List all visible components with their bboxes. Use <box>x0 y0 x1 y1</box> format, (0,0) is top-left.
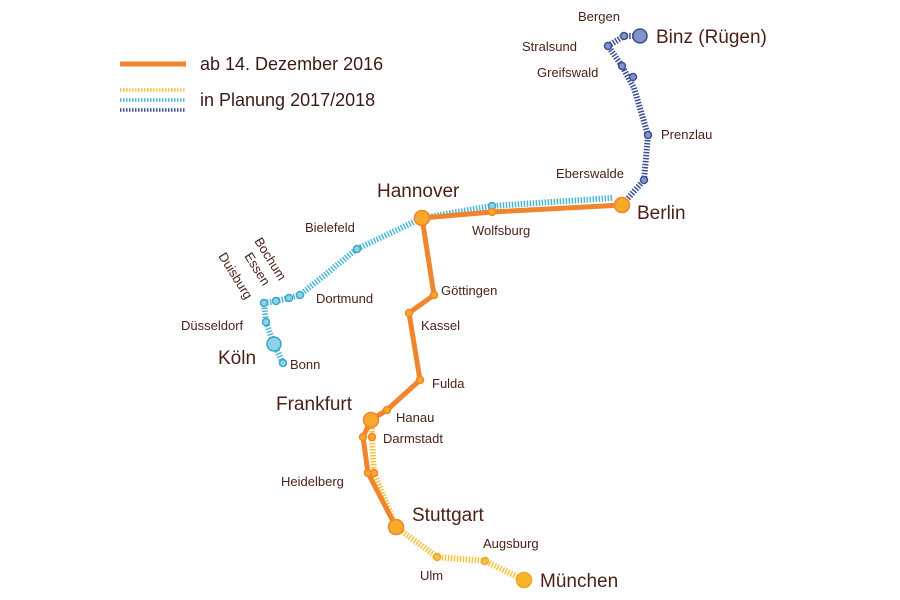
station-marker-darmstadt-1[interactable] <box>358 432 368 442</box>
station-marker-eberswalde[interactable] <box>639 175 649 185</box>
label-heidelberg: Heidelberg <box>281 474 344 489</box>
station-marker-augsburg[interactable] <box>480 556 490 566</box>
label-wolfsburg: Wolfsburg <box>472 223 530 238</box>
station-marker-greifswald-1[interactable] <box>617 61 627 71</box>
legend-planned-line <box>120 88 186 112</box>
legend: ab 14. Dezember 2016 in Planung 2017/201… <box>120 54 383 112</box>
station-marker-bochum[interactable] <box>284 293 294 303</box>
label-stuttgart: Stuttgart <box>412 505 485 526</box>
station-marker-prenzlau[interactable] <box>643 130 653 140</box>
station-marker-heidelberg-2[interactable] <box>369 468 379 478</box>
station-marker-berlin[interactable] <box>613 196 631 214</box>
station-marker-dortmund[interactable] <box>295 290 305 300</box>
station-marker-bergen[interactable] <box>619 31 629 41</box>
station-marker-goettingen[interactable] <box>429 290 439 300</box>
label-prenzlau: Prenzlau <box>661 127 712 142</box>
station-marker-koeln[interactable] <box>266 336 282 352</box>
label-greifswald: Greifswald <box>537 65 598 80</box>
label-bielefeld: Bielefeld <box>305 220 355 235</box>
station-marker-duesseldorf[interactable] <box>261 317 271 327</box>
station-marker-bonn[interactable] <box>278 358 288 368</box>
label-frankfurt: Frankfurt <box>276 394 353 415</box>
label-binz: Binz (Rügen) <box>656 27 767 48</box>
station-marker-kassel[interactable] <box>404 308 414 318</box>
label-koeln: Köln <box>218 348 256 369</box>
label-stralsund: Stralsund <box>522 39 577 54</box>
station-marker-fulda[interactable] <box>415 375 425 385</box>
label-ulm: Ulm <box>420 568 443 583</box>
station-marker-wolfsburg[interactable] <box>487 207 497 217</box>
label-eberswalde: Eberswalde <box>556 166 624 181</box>
station-marker-essen[interactable] <box>271 296 281 306</box>
label-fulda: Fulda <box>432 376 465 391</box>
label-bergen: Bergen <box>578 9 620 24</box>
label-hanau: Hanau <box>396 410 434 425</box>
label-kassel: Kassel <box>421 318 460 333</box>
station-marker-greifswald-2[interactable] <box>628 72 638 82</box>
station-marker-hannover[interactable] <box>413 209 431 227</box>
station-marker-hanau[interactable] <box>382 405 392 415</box>
station-marker-frankfurt[interactable] <box>362 411 380 429</box>
label-darmstadt: Darmstadt <box>383 431 443 446</box>
label-muenchen: München <box>540 571 618 592</box>
label-hannover: Hannover <box>377 181 460 202</box>
station-marker-stralsund[interactable] <box>603 41 613 51</box>
station-marker-ulm[interactable] <box>432 552 442 562</box>
station-marker-darmstadt-2[interactable] <box>367 432 377 442</box>
station-marker-binz[interactable] <box>632 28 648 44</box>
legend-current-label: ab 14. Dezember 2016 <box>200 54 383 74</box>
station-labels: Binz (Rügen) Bergen Stralsund Greifswald… <box>181 9 767 592</box>
station-marker-stuttgart[interactable] <box>387 518 405 536</box>
current-orange-line <box>360 202 625 530</box>
label-augsburg: Augsburg <box>483 536 539 551</box>
planned-light-blue-line <box>261 195 613 365</box>
station-marker-bielefeld[interactable] <box>352 244 362 254</box>
station-marker-duisburg[interactable] <box>259 298 269 308</box>
station-marker-muenchen[interactable] <box>515 571 533 589</box>
label-duesseldorf: Düsseldorf <box>181 318 244 333</box>
label-berlin: Berlin <box>637 203 686 224</box>
station-markers <box>259 28 653 589</box>
legend-planned-label: in Planung 2017/2018 <box>200 90 375 110</box>
label-dortmund: Dortmund <box>316 291 373 306</box>
label-bonn: Bonn <box>290 357 320 372</box>
label-goettingen: Göttingen <box>441 283 497 298</box>
